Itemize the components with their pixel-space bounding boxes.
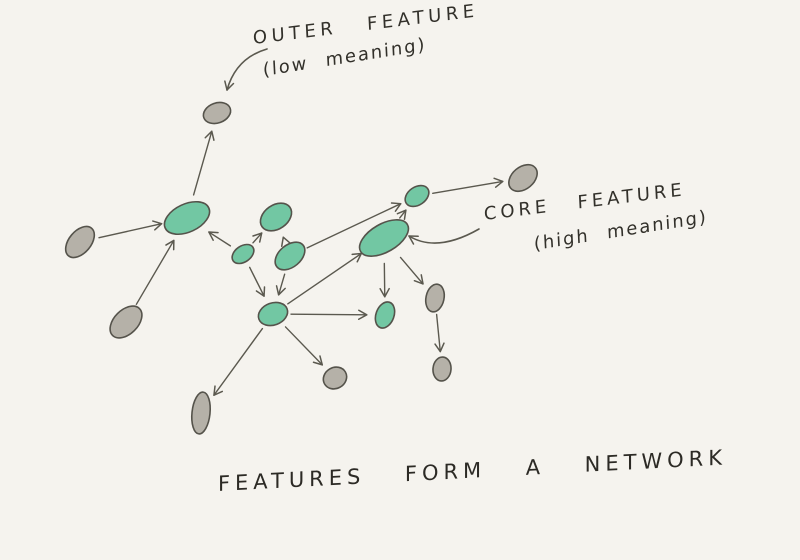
node-core bbox=[358, 219, 410, 257]
node-layer bbox=[64, 101, 538, 435]
node-hub-bottom bbox=[257, 301, 289, 327]
node-small-mid bbox=[231, 243, 255, 265]
node-outer-top bbox=[202, 101, 232, 125]
edge-hub-bottom-to-outer-bottom bbox=[284, 326, 324, 366]
edge-outer-left-to-hub-left bbox=[98, 220, 163, 239]
edge-small-right-to-outer-top-right bbox=[432, 177, 504, 195]
edge-small-mid-to-hub-left bbox=[208, 231, 232, 247]
edge-layer bbox=[98, 130, 504, 396]
node-outer-right bbox=[424, 283, 446, 313]
node-outer-top-right bbox=[508, 163, 538, 193]
edge-mid-to-small-right bbox=[306, 202, 402, 249]
node-outer-lower-left bbox=[109, 305, 143, 339]
edge-hub-left-to-outer-top bbox=[192, 130, 215, 196]
node-mid bbox=[274, 241, 306, 271]
node-outer-lower-right bbox=[432, 356, 452, 382]
node-outer-left bbox=[64, 225, 96, 259]
edge-outer-lower-left-to-hub-left bbox=[135, 239, 175, 306]
edge-hub-bottom-to-outer-tall bbox=[213, 327, 264, 396]
node-top-mid bbox=[259, 202, 293, 232]
edge-small-mid-to-hub-bottom bbox=[249, 266, 266, 297]
edge-hub-bottom-to-green-right bbox=[290, 309, 368, 321]
node-outer-tall bbox=[190, 391, 212, 435]
node-hub-left bbox=[163, 200, 211, 236]
node-outer-bottom bbox=[322, 366, 348, 390]
edge-core-to-outer-right bbox=[399, 256, 424, 285]
node-small-right bbox=[404, 184, 430, 208]
node-green-right bbox=[374, 301, 396, 329]
edge-mid-to-hub-bottom bbox=[275, 273, 286, 296]
edge-hub-bottom-to-core bbox=[287, 252, 363, 305]
outer-pointer-arrow bbox=[224, 48, 268, 91]
edge-core-to-small-right bbox=[396, 209, 407, 220]
edge-outer-right-to-outer-lower-right bbox=[434, 313, 445, 353]
edge-small-mid-to-top-mid bbox=[252, 232, 263, 244]
core-pointer-arrow bbox=[408, 228, 480, 245]
